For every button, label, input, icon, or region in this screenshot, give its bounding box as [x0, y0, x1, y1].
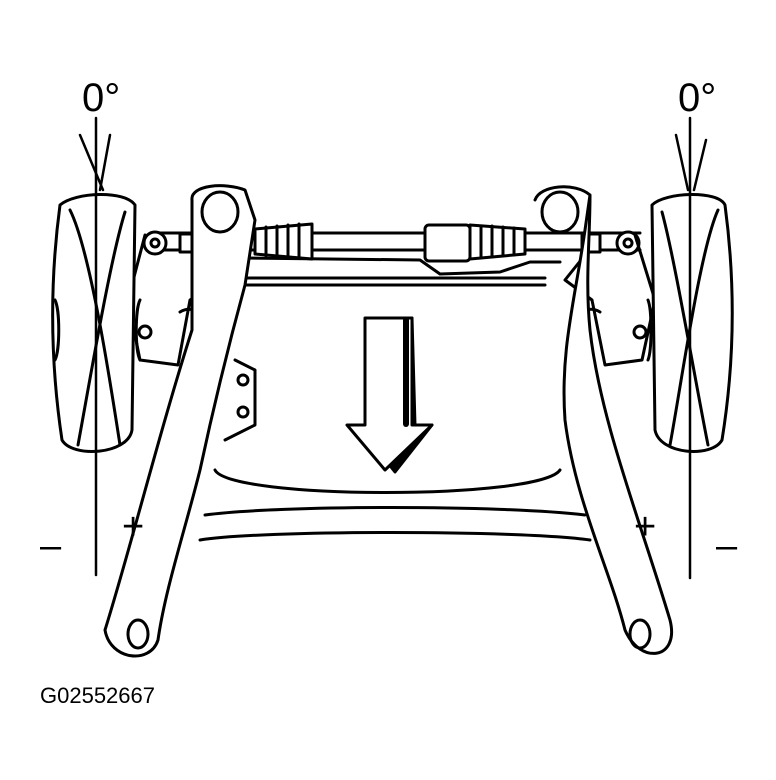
- right-camber-reference-lines: [674, 116, 708, 580]
- left-wheel: [51, 193, 142, 453]
- left-camber-reference-lines: [78, 116, 112, 577]
- left-subframe-arm: [103, 184, 257, 658]
- left-camber-angle-label: 0°: [82, 76, 121, 120]
- left-plus-sign: +: [122, 506, 145, 548]
- right-plus-sign: +: [634, 506, 657, 548]
- right-rack-boot: [468, 223, 527, 261]
- forward-direction-arrow: [345, 316, 434, 474]
- right-wheel: [646, 193, 734, 453]
- subframe: [198, 276, 592, 542]
- figure-code: G02552667: [40, 683, 155, 708]
- left-minus-sign: –: [40, 525, 62, 567]
- right-camber-angle-label: 0°: [678, 76, 717, 120]
- right-minus-sign: –: [716, 525, 738, 567]
- right-subframe-arm: [533, 185, 674, 655]
- left-rack-boot: [253, 222, 314, 261]
